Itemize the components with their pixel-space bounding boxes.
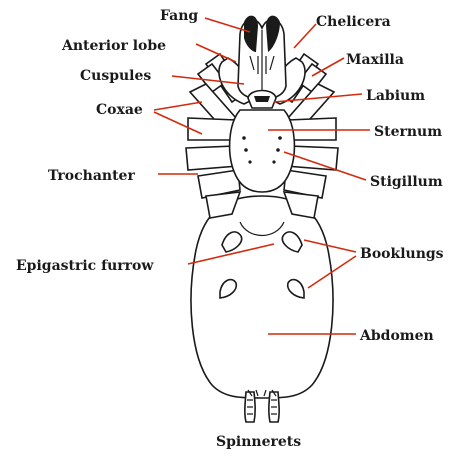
sternum-shape: [230, 110, 295, 192]
label-chelicera: Chelicera: [316, 14, 391, 30]
label-coxae: Coxae: [96, 102, 143, 118]
spider-body: [186, 16, 338, 422]
label-maxilla: Maxilla: [346, 52, 404, 68]
label-cuspules: Cuspules: [80, 68, 151, 84]
leader-coxae-upper: [154, 102, 202, 110]
label-anterior-lobe: Anterior lobe: [61, 38, 166, 54]
label-fang: Fang: [160, 8, 198, 24]
label-sternum: Sternum: [374, 124, 442, 140]
leader-chelicera: [294, 24, 316, 48]
label-labium: Labium: [366, 88, 425, 104]
label-stigillum: Stigillum: [370, 174, 443, 190]
label-spinnerets: Spinnerets: [216, 434, 301, 450]
abdomen-shape: [191, 196, 333, 398]
label-trochanter: Trochanter: [48, 168, 135, 184]
label-abdomen: Abdomen: [359, 328, 434, 344]
label-booklungs: Booklungs: [360, 246, 444, 262]
label-epigastric-furrow: Epigastric furrow: [16, 258, 154, 274]
